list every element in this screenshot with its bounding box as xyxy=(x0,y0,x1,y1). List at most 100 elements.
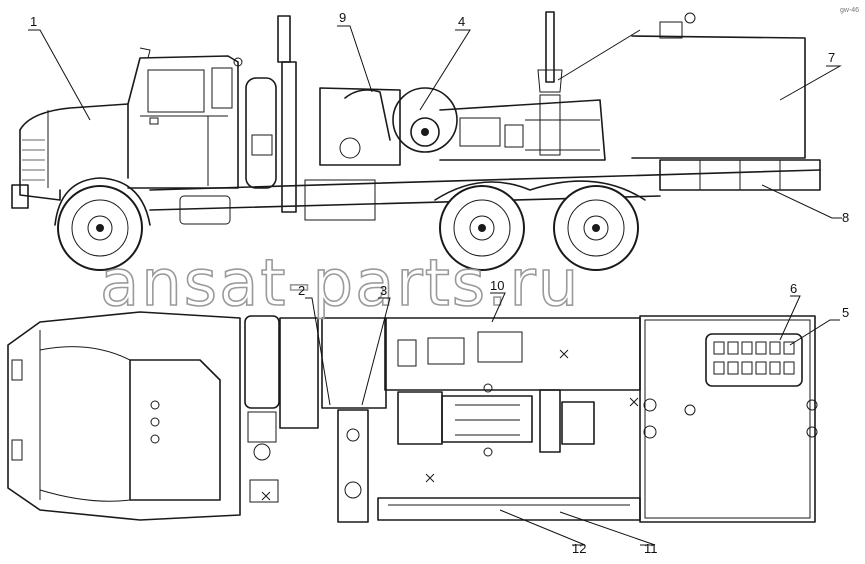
drawing-line xyxy=(233,57,243,67)
battery-box xyxy=(304,179,376,221)
drawing-line xyxy=(539,94,561,156)
top-view xyxy=(7,311,818,523)
drawing-line xyxy=(504,124,524,148)
drawing-line xyxy=(483,383,493,393)
hoist-mast xyxy=(545,11,555,83)
drawing-line xyxy=(789,319,840,346)
drawing-line xyxy=(281,61,297,213)
hood xyxy=(19,103,129,179)
drawing-line xyxy=(140,115,228,186)
drawing-line xyxy=(71,199,129,257)
drawing-line xyxy=(561,401,595,445)
drawing-line xyxy=(305,297,331,406)
drawing-line xyxy=(441,395,533,443)
pump-housing xyxy=(319,87,401,166)
cab-roof xyxy=(129,359,221,501)
drawing-line xyxy=(339,137,361,159)
drawing-line xyxy=(713,361,725,375)
drawing-line xyxy=(806,426,818,438)
drawing-line xyxy=(779,65,842,101)
drawing-line xyxy=(28,29,91,121)
drawing-line xyxy=(39,346,131,502)
drawing-line xyxy=(684,12,696,24)
drawing-line xyxy=(247,411,277,443)
drawing-line xyxy=(761,184,842,219)
chassis-frame-top xyxy=(149,169,821,191)
drawing-line xyxy=(490,292,506,323)
drawing-line xyxy=(459,117,501,147)
cab xyxy=(127,55,239,189)
callout-11: 11 xyxy=(644,541,658,556)
front-bumper xyxy=(11,184,29,209)
drawing-line xyxy=(783,361,795,375)
drawing-line xyxy=(96,224,104,232)
callout-6: 6 xyxy=(790,281,797,296)
drawing-line xyxy=(410,117,440,147)
drawing-line xyxy=(261,349,639,501)
fuel-tank xyxy=(179,195,231,225)
callout-3: 3 xyxy=(380,283,387,298)
drawing-line xyxy=(557,29,641,81)
drawing-line xyxy=(149,117,159,125)
drawing-line xyxy=(337,25,373,93)
tank-7 xyxy=(631,35,806,159)
callout-2: 2 xyxy=(298,283,305,298)
drawing-line xyxy=(469,215,495,241)
callout-4: 4 xyxy=(458,14,465,29)
valve-block-6 xyxy=(705,333,803,387)
air-filter xyxy=(245,77,277,189)
callout-9: 9 xyxy=(339,10,346,25)
drawing-line xyxy=(741,341,753,355)
drawing-line xyxy=(478,224,486,232)
drawing-line xyxy=(659,21,683,39)
rear-fenders xyxy=(434,180,646,201)
drawing-line xyxy=(499,509,586,546)
drawing-line xyxy=(592,224,600,232)
callout-8: 8 xyxy=(842,210,849,225)
drawing-line xyxy=(361,297,391,406)
drawing-line xyxy=(539,389,561,453)
drawing-line xyxy=(253,443,271,461)
callout-7: 7 xyxy=(828,50,835,65)
drawing-line xyxy=(769,341,781,355)
front-fender xyxy=(54,177,151,226)
drawing-line xyxy=(87,215,113,241)
drawing-line xyxy=(644,319,811,519)
drawing-line xyxy=(251,134,273,156)
drawing-line xyxy=(249,479,279,503)
drawing-line xyxy=(783,341,795,355)
lower-deck xyxy=(377,497,641,521)
cab-window xyxy=(147,69,205,113)
drawing-line xyxy=(483,447,493,457)
discharge-pipe-9 xyxy=(344,89,391,141)
drawing-line xyxy=(150,417,160,427)
drawing-line xyxy=(755,361,767,375)
drawing-line xyxy=(684,404,696,416)
callout-5: 5 xyxy=(842,305,849,320)
power-takeoff xyxy=(321,317,387,409)
drawing-line xyxy=(559,511,656,546)
drawing-line xyxy=(22,139,45,181)
drawing-line xyxy=(453,199,511,257)
drawing-line xyxy=(713,341,725,355)
drawing-line xyxy=(455,404,520,436)
exhaust-stack xyxy=(277,15,291,63)
drawing-line xyxy=(583,215,609,241)
drawing-line xyxy=(699,160,781,190)
callout-12: 12 xyxy=(572,541,586,556)
drawing-line xyxy=(11,439,23,461)
drawing-line xyxy=(139,47,151,59)
grille-front xyxy=(19,129,61,201)
drawing-line xyxy=(150,400,160,410)
drawing-line xyxy=(755,341,767,355)
drawing-line xyxy=(11,359,23,381)
drawing-line xyxy=(421,128,429,136)
cab-top xyxy=(7,311,241,521)
watermark: ansat-parts.ru xyxy=(100,247,580,321)
drawing-line xyxy=(727,341,739,355)
drawing-line xyxy=(806,399,818,411)
tank-top xyxy=(639,315,816,523)
drawing-line xyxy=(346,428,360,442)
pump-top xyxy=(397,391,443,445)
